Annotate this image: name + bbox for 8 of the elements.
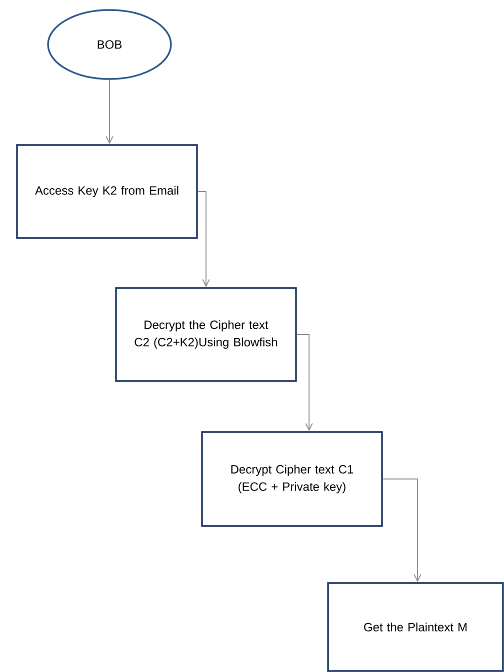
arrow [382,478,422,582]
arrow [106,79,114,144]
process-box: Access Key K2 from Email [16,144,198,239]
process-box: Decrypt Cipher text C1 (ECC + Private key) [201,431,383,527]
process-box: Decrypt the Cipher text C2 (C2+K2)Using Blowfish [115,287,297,382]
arrow [197,191,210,288]
process-box: Get the Plaintext M [327,582,504,672]
arrow [296,334,313,432]
